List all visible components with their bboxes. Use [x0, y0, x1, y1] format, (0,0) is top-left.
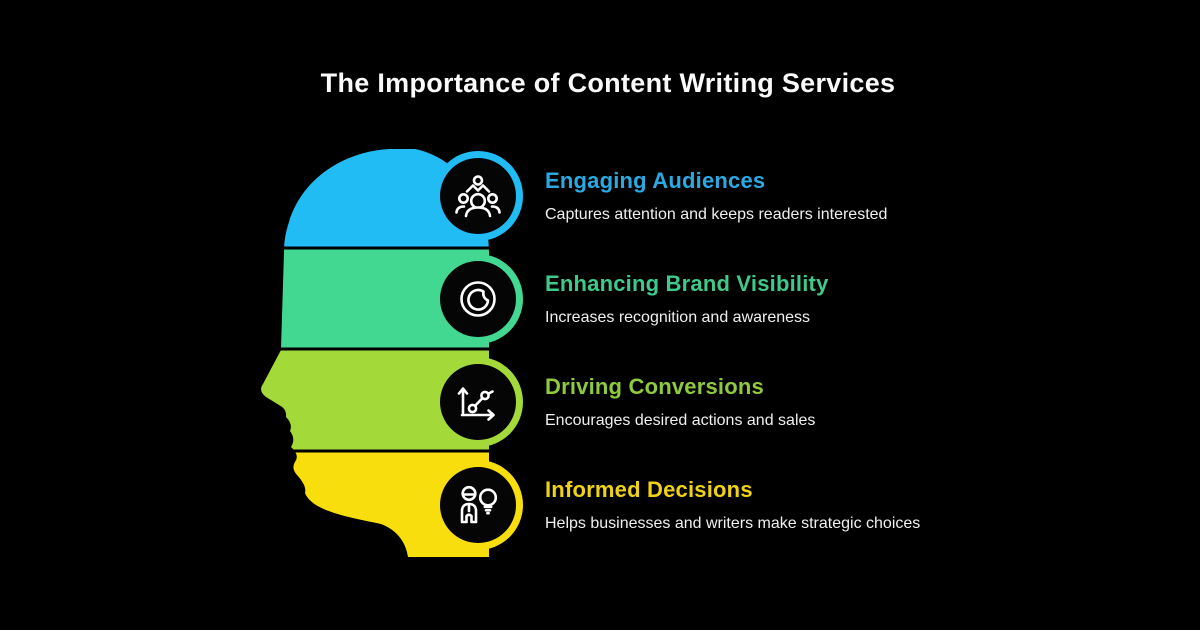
item-heading: Driving Conversions [545, 374, 764, 399]
person-lightbulb-glyph [460, 485, 498, 524]
growth-chart-icon [433, 357, 523, 447]
item-heading: Enhancing Brand Visibility [545, 271, 829, 296]
list-item-informed-decisions: Informed Decisions Helps businesses and … [545, 478, 1025, 533]
list-item-brand-visibility: Enhancing Brand Visibility Increases rec… [545, 272, 1025, 327]
icon-circle [440, 467, 516, 543]
growth-chart-glyph [457, 387, 495, 421]
item-description: Encourages desired actions and sales [545, 412, 816, 429]
person-lightbulb-icon [433, 460, 523, 550]
list-item-engaging-audiences: Engaging Audiences Captures attention an… [545, 169, 1025, 224]
item-description: Helps businesses and writers make strate… [545, 515, 921, 532]
visibility-icon [433, 254, 523, 344]
icon-circle [440, 261, 516, 337]
visibility-glyph [460, 281, 496, 317]
item-description: Increases recognition and awareness [545, 309, 811, 326]
item-heading: Informed Decisions [545, 477, 753, 502]
page-title: The Importance of Content Writing Servic… [320, 68, 896, 98]
item-description: Captures attention and keeps readers int… [545, 206, 888, 223]
audience-icon [433, 151, 523, 241]
list-item-driving-conversions: Driving Conversions Encourages desired a… [545, 375, 1025, 430]
audience-glyph [455, 175, 501, 218]
item-heading: Engaging Audiences [545, 168, 766, 193]
